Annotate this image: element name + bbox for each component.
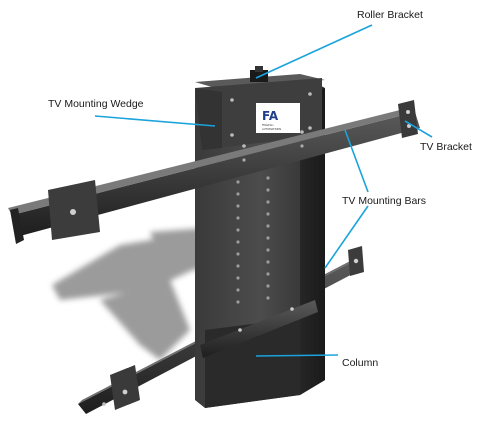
label-roller-bracket: Roller Bracket	[357, 9, 423, 21]
brand-logo: FA FIRGELLI AUTOMATIONS	[256, 103, 300, 133]
label-column: Column	[342, 357, 378, 369]
logo-mark: FA	[262, 109, 279, 123]
leader-tv-mounting-bars-lower	[324, 205, 369, 269]
leader-tv-bracket	[404, 120, 433, 138]
leader-column	[255, 354, 339, 357]
leader-roller-bracket	[255, 24, 373, 79]
floor-shadow	[52, 228, 210, 360]
tv-bracket	[398, 100, 418, 138]
leader-tv-mounting-bars-upper	[344, 129, 369, 193]
logo-line2: AUTOMATIONS	[262, 127, 281, 131]
label-tv-bracket: TV Bracket	[420, 141, 472, 153]
column-adjustment-holes	[236, 164, 270, 304]
upper-mounting-bar	[8, 100, 420, 244]
logo-line1: FIRGELLI	[262, 123, 274, 127]
leader-lines	[94, 24, 433, 357]
leader-tv-mounting-wedge	[94, 115, 216, 127]
label-tv-mounting-wedge: TV Mounting Wedge	[48, 98, 144, 110]
callout-labels: Roller Bracket TV Mounting Wedge TV Brac…	[48, 9, 472, 369]
lower-bar-left-plate	[110, 365, 140, 410]
lower-mounting-bar-front	[200, 300, 318, 358]
label-tv-mounting-bars: TV Mounting Bars	[342, 195, 426, 207]
